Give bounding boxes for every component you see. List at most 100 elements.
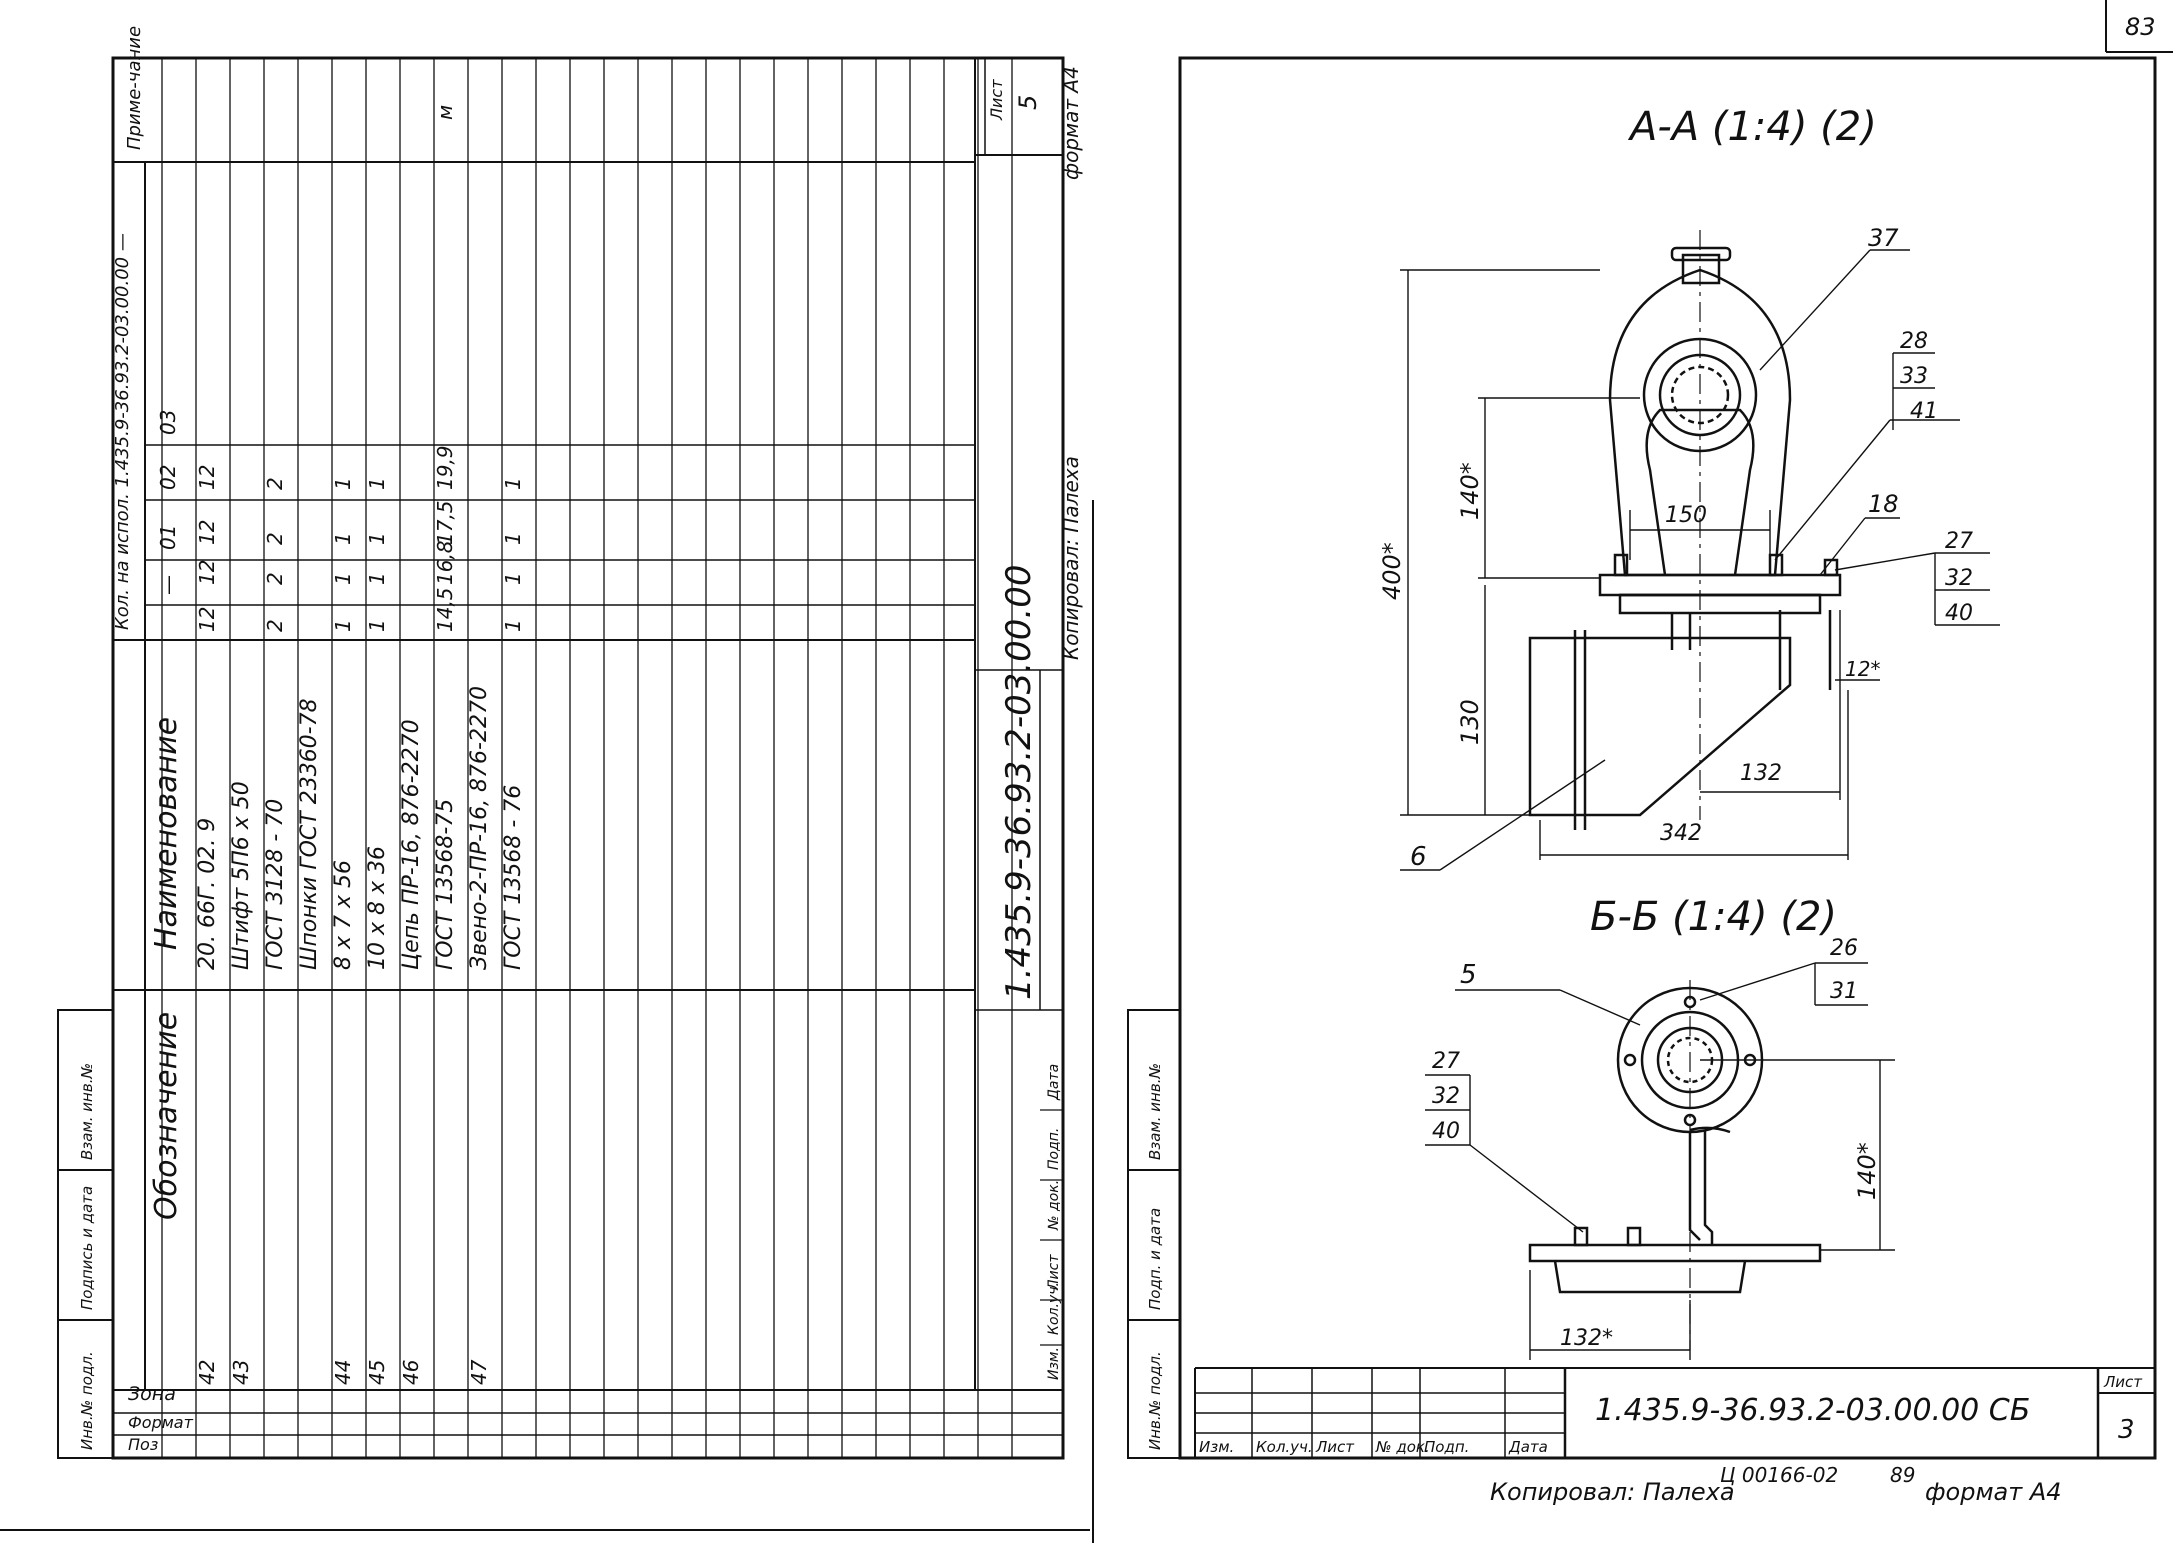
row-qty: 1	[365, 619, 389, 632]
row-qty: 1	[365, 532, 389, 545]
row-qty: 2	[263, 477, 287, 490]
callout-31: 31	[1830, 979, 1858, 1004]
callout-5: 5	[1460, 960, 1477, 990]
header-oboznachenie: Обозначение	[149, 1012, 184, 1220]
left-tb-col-label: Кол.уч.	[1046, 1282, 1062, 1335]
header-format: Формат	[128, 1413, 194, 1432]
row-qty: 1	[331, 477, 355, 490]
row-name: ГОСТ 3128 - 70	[263, 799, 288, 970]
dim-342: 342	[1660, 821, 1702, 846]
right-sheet-label: Лист	[2103, 1373, 2143, 1391]
dim-130: 130	[1456, 699, 1484, 745]
left-copied-by: Копировал: Палеха	[1059, 456, 1083, 660]
left-tb-col-label: Лист	[1046, 1254, 1062, 1291]
row-qty: 12	[195, 465, 219, 490]
right-copied-by: Копировал: Палеха	[1490, 1478, 1735, 1506]
page-number: 83	[2125, 13, 2156, 41]
row-qty: 16,8	[433, 540, 457, 585]
dim-132: 132	[1740, 761, 1782, 786]
section-bb-title: Б-Б (1:4) (2)	[1590, 894, 1837, 940]
section-aa-drawing	[1528, 230, 1842, 830]
kol-col-head: 03	[156, 410, 180, 435]
kol-col-head: 01	[156, 525, 180, 550]
dim-140: 140*	[1456, 462, 1484, 520]
row-qty: 1	[331, 532, 355, 545]
callout-27: 27	[1945, 529, 1973, 554]
right-format: формат А4	[1925, 1478, 2062, 1506]
row-qty: 1	[365, 477, 389, 490]
right-tb-col-label: Подп.	[1424, 1438, 1469, 1456]
row-poz: 46	[399, 1360, 423, 1385]
dim-150: 150	[1665, 503, 1707, 528]
header-naimenovanie: Наименование	[149, 717, 184, 950]
right-drawing-sheet: Инв.№ подл. Подп. и дата Взам. инв.№ Изм…	[1127, 56, 2157, 1506]
row-qty: 1	[501, 477, 525, 490]
row-name: Звено-2-ПР-16, 876-2270	[467, 686, 492, 970]
row-qty: 1	[365, 572, 389, 585]
right-sheet-no: 3	[2118, 1415, 2135, 1445]
dim-140-bb: 140*	[1853, 1142, 1881, 1200]
row-name: ГОСТ 13568 - 76	[501, 785, 526, 970]
row-qty: 19,9	[433, 445, 457, 490]
row-qty: 1	[501, 619, 525, 632]
kol-col-head: 02	[156, 465, 180, 490]
row-poz: 44	[331, 1360, 355, 1385]
callout-27-bb: 27	[1432, 1049, 1460, 1074]
row-name: ГОСТ 13568-75	[433, 799, 458, 970]
row-name: Цепь ПР-16, 876-2270	[399, 719, 424, 970]
row-qty: 2	[263, 572, 287, 585]
row-qty: 17,5	[433, 500, 457, 545]
right-tb-col-label: Лист	[1315, 1438, 1355, 1456]
row-name: 10 х 8 х 36	[365, 846, 390, 970]
left-tb-col-label: Изм.	[1046, 1347, 1062, 1380]
right-tb-col-label: Изм.	[1199, 1438, 1234, 1456]
left-stamp-sign: Подпись и дата	[78, 1186, 96, 1310]
row-qty: 1	[331, 619, 355, 632]
callout-40-bb: 40	[1432, 1119, 1460, 1144]
header-primechanie: Приме-чание	[124, 26, 145, 150]
right-code: 1.435.9-36.93.2-03.00.00 СБ	[1595, 1393, 2030, 1428]
row-qty: 1	[501, 532, 525, 545]
callout-40: 40	[1945, 601, 1973, 626]
callout-33: 33	[1900, 364, 1928, 389]
left-sheet-no: 5	[1014, 95, 1042, 110]
header-zona: Зона	[128, 1383, 176, 1405]
left-spec-sheet: Инв.№ подл. Подпись и дата Взам. инв.№ З…	[57, 26, 1083, 1460]
callout-26: 26	[1830, 936, 1858, 961]
row-name: Штифт 5П6 х 50	[229, 781, 254, 970]
row-note: м	[433, 105, 457, 120]
dim-400: 400*	[1378, 542, 1406, 600]
callout-32: 32	[1945, 566, 1973, 591]
row-name: 8 х 7 х 56	[331, 860, 356, 970]
header-kol-title: Кол. на испол. 1.435.9-36.93.2-03.00.00 …	[112, 233, 133, 630]
row-poz: 47	[467, 1359, 491, 1385]
left-tb-col-label: Подп.	[1046, 1128, 1062, 1170]
callout-32-bb: 32	[1432, 1084, 1460, 1109]
right-stamp-sign: Подп. и дата	[1146, 1208, 1164, 1310]
row-qty: 1	[501, 572, 525, 585]
row-qty: 1	[331, 572, 355, 585]
dim-12: 12*	[1845, 657, 1880, 681]
left-tb-col-label: № док.	[1046, 1180, 1062, 1231]
order-no: 89	[1890, 1463, 1915, 1487]
row-qty: 12	[195, 607, 219, 632]
left-format: формат А4	[1059, 66, 1083, 180]
row-name: 20. 66Г. 02. 9	[195, 818, 220, 970]
header-poz: Поз	[128, 1435, 158, 1454]
callout-6: 6	[1410, 842, 1427, 872]
left-tb-col-label: Дата	[1046, 1064, 1062, 1101]
right-stamp-inv: Инв.№ подл.	[1146, 1351, 1164, 1450]
right-tb-col-label: № док.	[1375, 1438, 1430, 1456]
row-qty: 12	[195, 520, 219, 545]
row-poz: 42	[195, 1360, 219, 1385]
row-qty: 12	[195, 560, 219, 585]
section-aa-title: А-А (1:4) (2)	[1627, 104, 1877, 150]
right-tb-col-label: Кол.уч.	[1256, 1438, 1313, 1456]
right-tb-col-label: Дата	[1508, 1438, 1548, 1456]
left-code: 1.435.9-36.93.2-03.00.00	[999, 565, 1039, 1001]
row-poz: 43	[229, 1360, 253, 1385]
dim-132-bb: 132*	[1560, 1326, 1613, 1351]
row-name: Шпонки ГОСТ 23360-78	[297, 698, 322, 970]
kol-col-head: —	[156, 575, 180, 595]
